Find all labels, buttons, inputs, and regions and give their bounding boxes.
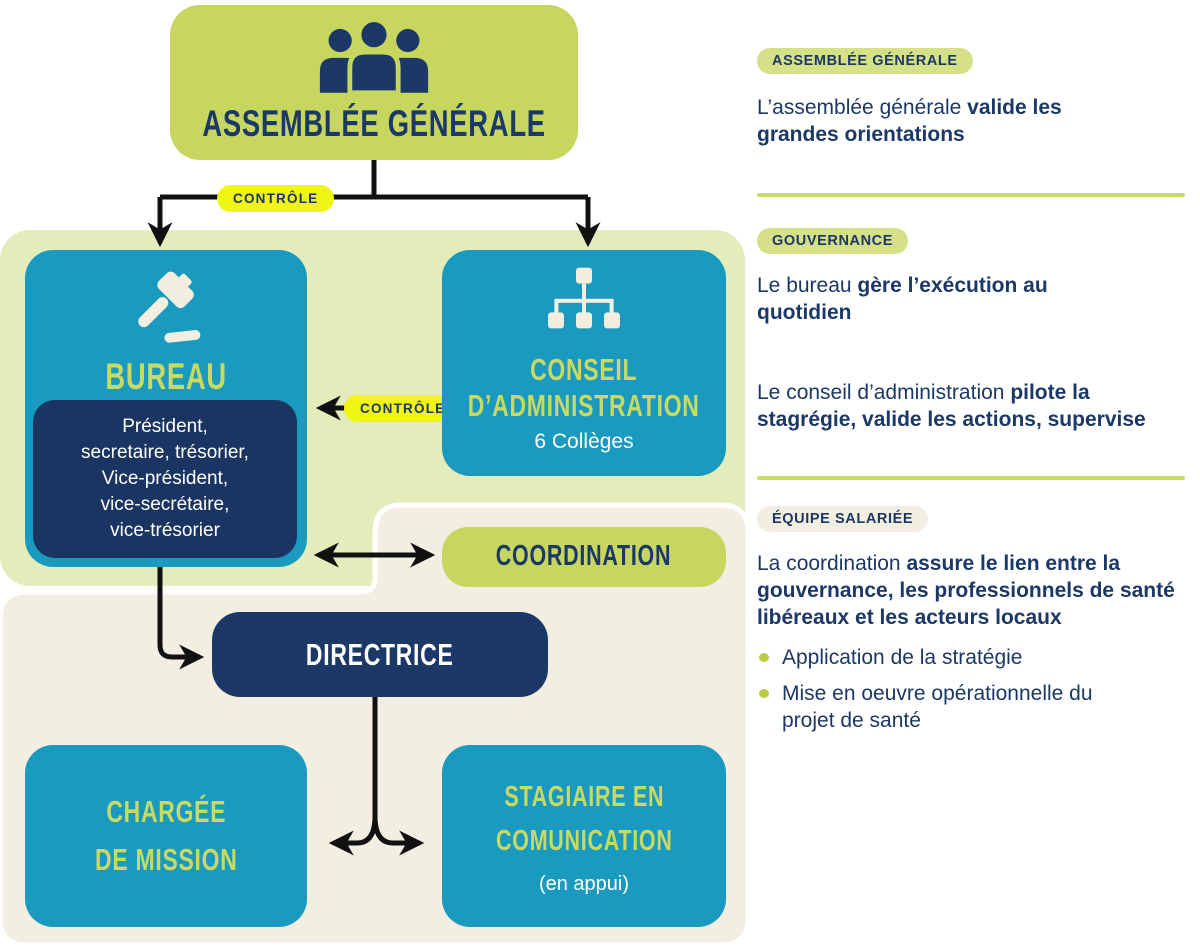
assemblee-generale-box: ASSEMBLÉE GÉNÉRALE bbox=[170, 5, 578, 160]
gavel-icon bbox=[138, 271, 201, 343]
controle-badge-mid: CONTRÔLE bbox=[344, 395, 462, 422]
coordination-description: La coordination assure le lien entre la … bbox=[757, 552, 1175, 629]
bullet-item: Application de la stratégie bbox=[757, 644, 1147, 671]
bullet-dot-icon bbox=[759, 689, 769, 698]
bureau-member-line: vice-trésorier bbox=[110, 520, 220, 541]
stagiaire-communication-box: STAGIAIRE EN COMUNICATION (en appui) bbox=[442, 745, 726, 927]
bureau-members-box: Président, secretaire, trésorier, Vice-p… bbox=[33, 400, 297, 558]
bureau-title: BUREAU bbox=[105, 356, 227, 397]
bureau-member-line: Vice-président, bbox=[101, 468, 229, 489]
bureau-member-line: vice-secrétaire, bbox=[100, 494, 230, 515]
gouvernance-badge: GOUVERNANCE bbox=[757, 228, 908, 254]
section-gouvernance: GOUVERNANCE Le bureau gère l’exécution a… bbox=[757, 228, 1200, 433]
conseil-description: Le conseil d’administration pilote la st… bbox=[757, 381, 1146, 431]
stagiaire-title: STAGIAIRE EN COMUNICATION bbox=[495, 781, 673, 857]
bullet-item: Mise en oeuvre opérationnelle du projet … bbox=[757, 680, 1147, 734]
section-assemblee-generale: ASSEMBLÉE GÉNÉRALE L’assemblée générale … bbox=[757, 48, 1200, 148]
divider bbox=[757, 193, 1185, 197]
section-equipe-salariee: ÉQUIPE SALARIÉE La coordination assure l… bbox=[757, 506, 1200, 734]
assemblee-generale-title: ASSEMBLÉE GÉNÉRALE bbox=[202, 103, 546, 145]
coordination-box: COORDINATION bbox=[442, 527, 726, 587]
bureau-box: BUREAU Président, secretaire, trésorier,… bbox=[25, 250, 307, 567]
sitemap-icon bbox=[548, 267, 620, 329]
directrice-box: DIRECTRICE bbox=[212, 612, 548, 697]
bullet-dot-icon bbox=[759, 653, 769, 662]
people-group-icon bbox=[319, 19, 429, 94]
chargee-de-mission-box: CHARGÉE DE MISSION bbox=[25, 745, 307, 927]
conseil-subtitle: 6 Collèges bbox=[534, 430, 634, 453]
divider bbox=[757, 476, 1185, 480]
equipe-salariee-badge: ÉQUIPE SALARIÉE bbox=[757, 506, 929, 532]
bureau-description: Le bureau gère l’exécution au quotidien bbox=[757, 274, 1048, 324]
bureau-member-line: secretaire, trésorier, bbox=[81, 442, 249, 463]
assemblee-description: L’assemblée générale valide les grandes … bbox=[757, 96, 1062, 146]
bureau-member-line: Président, bbox=[122, 416, 208, 437]
conseil-administration-box: CONSEIL D’ADMINISTRATION 6 Collèges bbox=[442, 250, 726, 476]
controle-badge-top: CONTRÔLE bbox=[217, 185, 335, 212]
chargee-title: CHARGÉE DE MISSION bbox=[94, 793, 238, 877]
assemblee-generale-badge: ASSEMBLÉE GÉNÉRALE bbox=[757, 48, 973, 74]
stagiaire-note: (en appui) bbox=[538, 873, 630, 895]
conseil-title: CONSEIL D’ADMINISTRATION bbox=[468, 352, 700, 423]
